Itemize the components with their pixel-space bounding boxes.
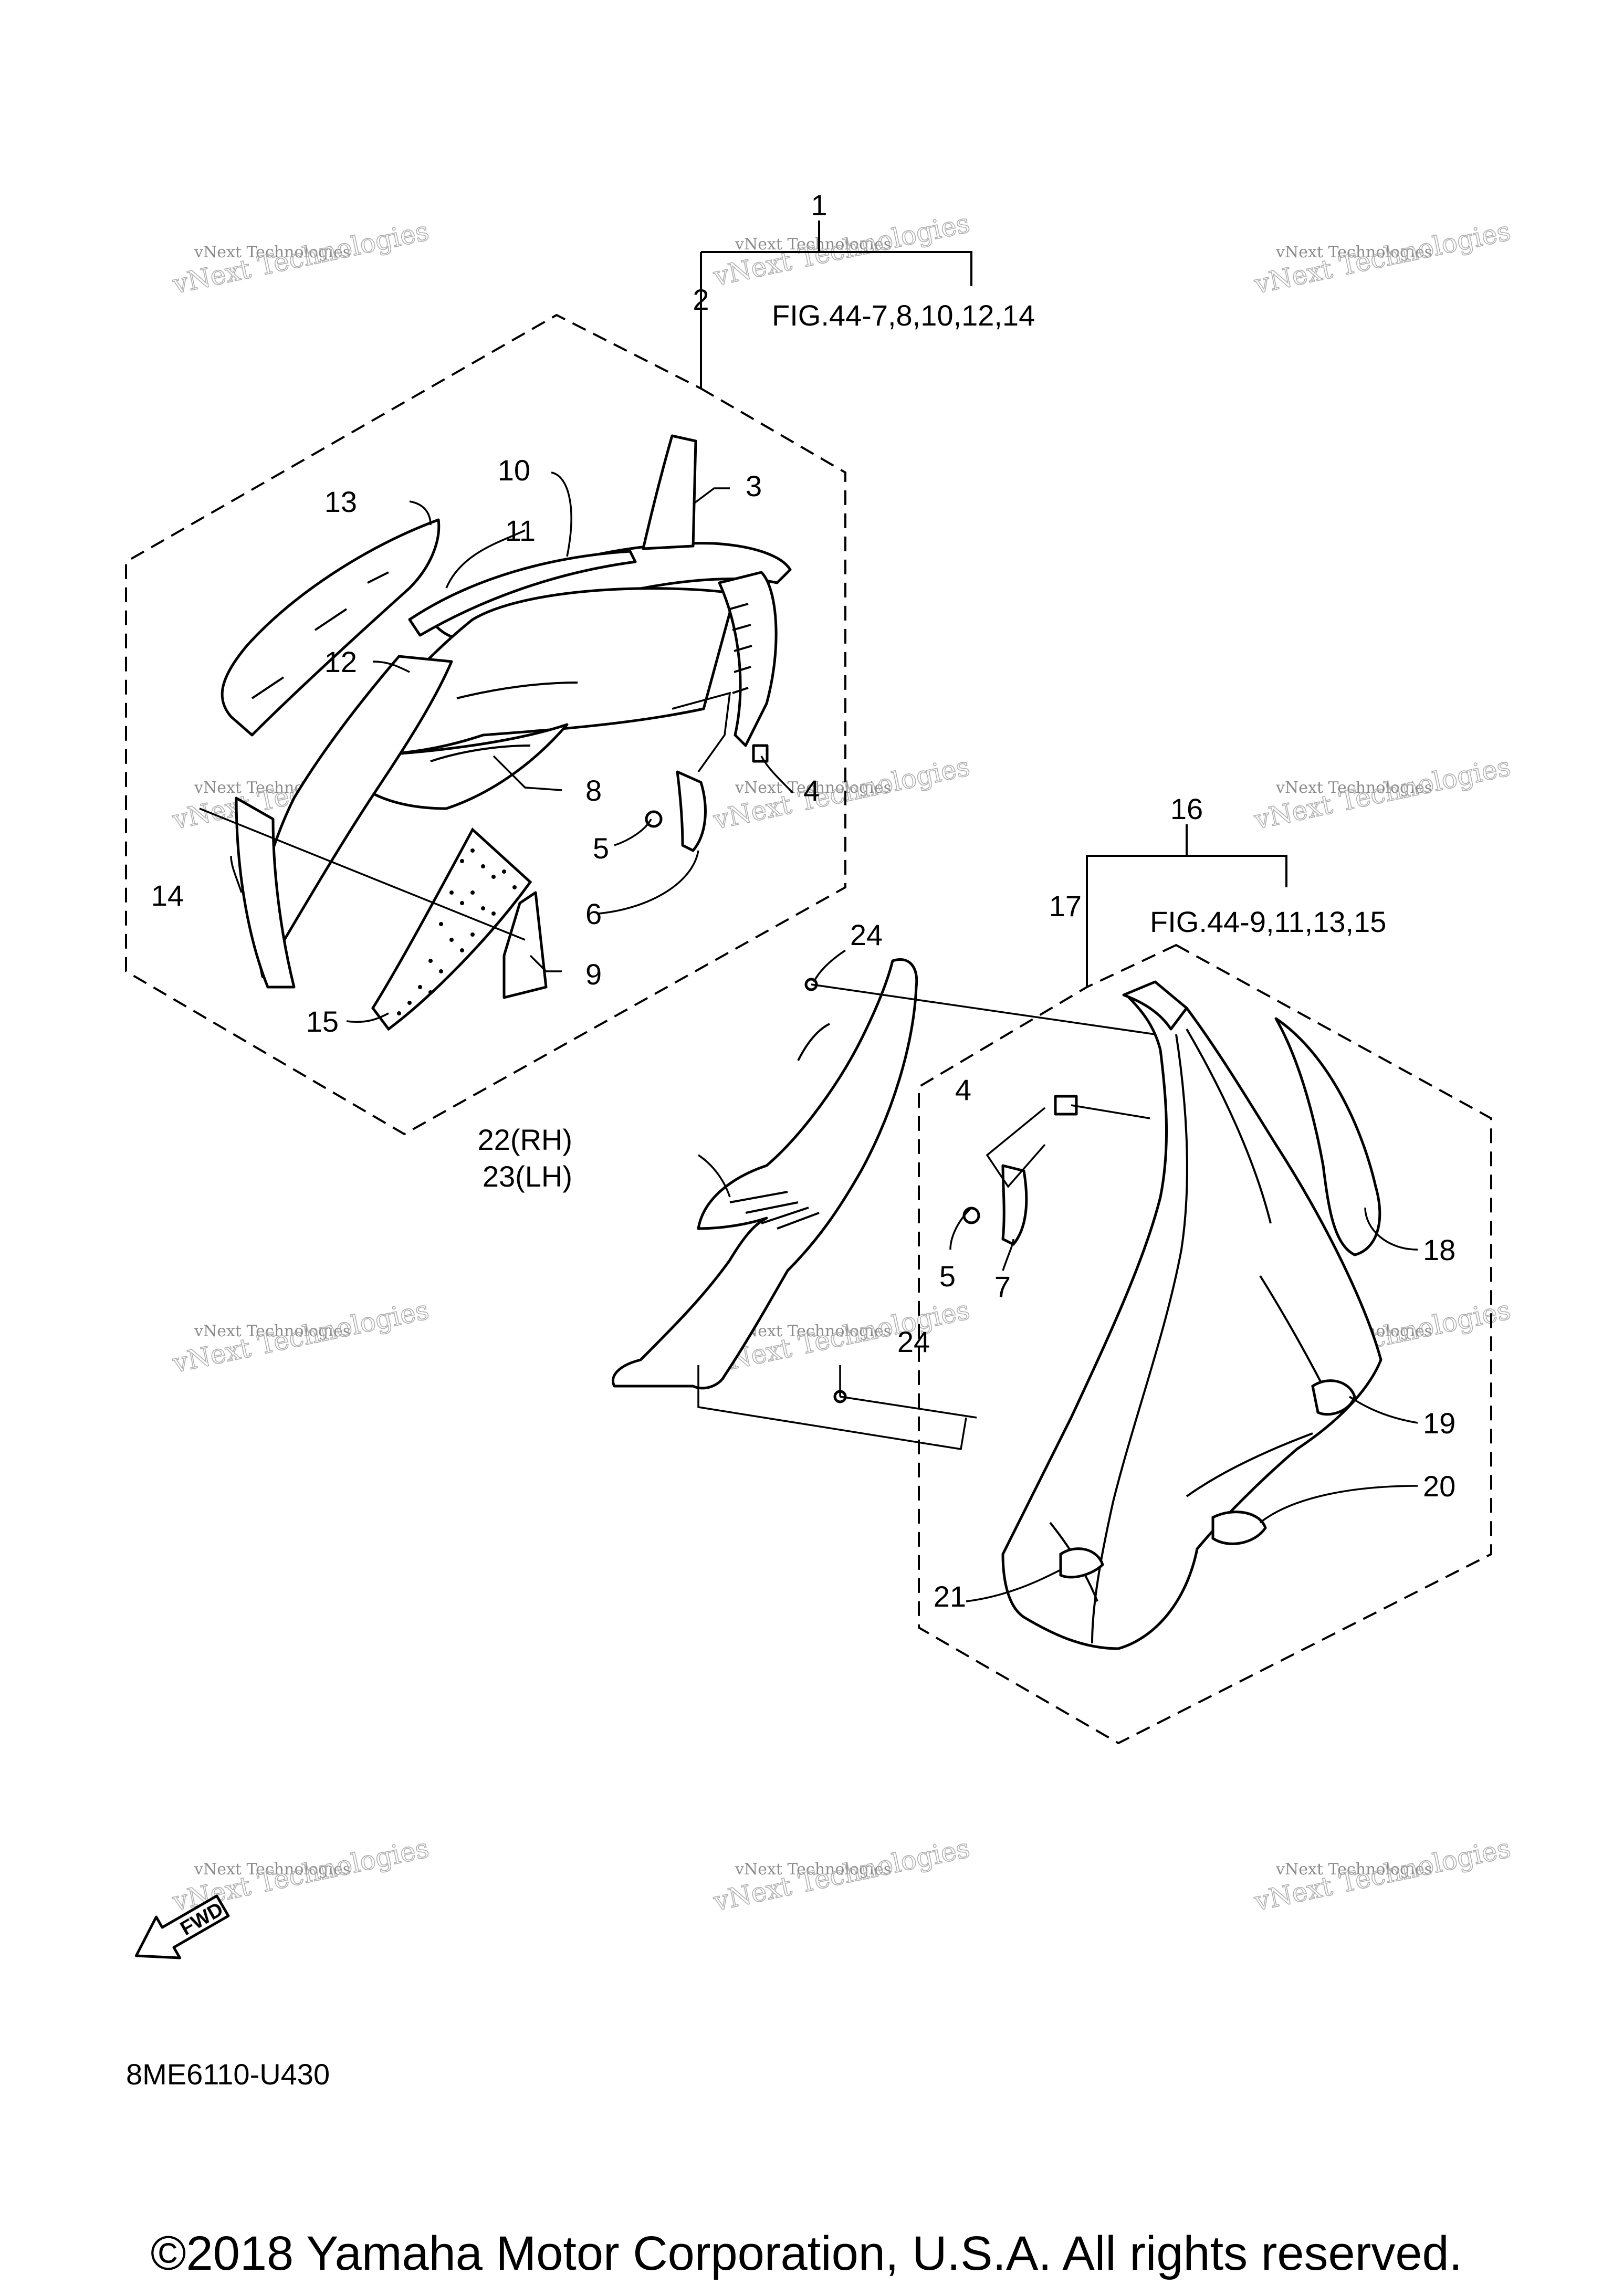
svg-text:vNext Technologies: vNext Technologies	[735, 235, 892, 254]
svg-text:vNext Technologies: vNext Technologies	[735, 779, 892, 797]
svg-text:vNext Technologies: vNext Technologies	[194, 1860, 351, 1879]
svg-text:vNext Technologies: vNext Technologies	[1275, 1860, 1432, 1879]
callout-17: 17	[1049, 889, 1082, 922]
callout-9: 9	[585, 958, 602, 991]
part-18	[1274, 1017, 1381, 1256]
left-lower-edge	[235, 796, 296, 989]
fwd-arrow-shape	[134, 1894, 230, 1959]
part-8-highlight	[430, 682, 578, 762]
callout-14: 14	[151, 879, 184, 912]
part-3	[642, 434, 697, 550]
watermark: vNext Technologies vNext Technologies	[1251, 1832, 1513, 1917]
svg-text:vNext Technologies: vNext Technologies	[735, 1322, 892, 1340]
watermark: vNext Technologies vNext Technologies	[169, 1294, 432, 1379]
part-4	[752, 744, 769, 763]
part-22-23	[612, 958, 918, 1390]
part-13-detail	[251, 571, 389, 699]
part-9	[502, 891, 548, 999]
part-15-texture	[397, 848, 517, 1015]
part-17	[1001, 986, 1382, 1650]
upper-group-boundary	[125, 313, 846, 1136]
callout-4-upper: 4	[803, 774, 820, 807]
svg-text:vNext Technologies: vNext Technologies	[194, 243, 351, 261]
callout-23: 23(LH)	[483, 1160, 572, 1193]
part-5-lower	[962, 1207, 980, 1224]
callout-3: 3	[746, 469, 762, 502]
part-20	[1211, 1511, 1267, 1545]
part-7	[1001, 1164, 1028, 1246]
fig-ref-upper: FIG.44-7,8,10,12,14	[772, 299, 1035, 332]
callout-1: 1	[811, 188, 827, 222]
callout-7: 7	[994, 1270, 1011, 1303]
callout-11: 11	[505, 514, 536, 547]
callout-2: 2	[693, 283, 709, 316]
callout-19: 19	[1423, 1407, 1455, 1440]
part-6	[676, 770, 707, 852]
part-11	[408, 550, 637, 637]
front-bracket	[718, 571, 778, 747]
callout-20: 20	[1423, 1470, 1455, 1503]
upper-assembly	[125, 221, 972, 1136]
svg-text:vNext Technologies: vNext Technologies	[194, 1322, 351, 1340]
part-22-vents	[729, 1191, 820, 1230]
callout-5-lower: 5	[939, 1260, 956, 1293]
callout-21: 21	[934, 1580, 966, 1613]
lower-group-boundary	[918, 943, 1492, 1745]
part-17-top	[1122, 980, 1188, 1031]
callout-12: 12	[324, 645, 357, 678]
fig-ref-lower: FIG.44-9,11,13,15	[1150, 905, 1386, 938]
diagram-code: 8ME6110-U430	[126, 2058, 330, 2091]
callout-22: 22(RH)	[478, 1123, 572, 1156]
part-19	[1311, 1379, 1356, 1416]
callout-15: 15	[306, 1005, 339, 1038]
watermark: vNext Technologies vNext Technologies	[1251, 751, 1513, 836]
callout-24-bottom: 24	[897, 1325, 930, 1358]
svg-text:vNext Technologies: vNext Technologies	[735, 1860, 892, 1879]
lower-assembly	[612, 824, 1492, 1745]
callout-16: 16	[1170, 792, 1203, 825]
callout-labels: 1 2 FIG.44-7,8,10,12,14 3 10 11 13 12 8 …	[151, 188, 1456, 1613]
part-21	[1059, 1547, 1104, 1579]
leader-part-4-triangle	[672, 691, 731, 773]
svg-text:vNext Technologies: vNext Technologies	[1275, 243, 1432, 261]
callout-18: 18	[1423, 1233, 1455, 1266]
part-5	[645, 810, 663, 828]
watermark: vNext Technologies vNext Technologies	[710, 1832, 972, 1917]
bracket-1	[700, 221, 972, 389]
watermark: vNext Technologies vNext Technologies	[710, 751, 972, 836]
leaders-upper	[199, 471, 794, 1023]
copyright-notice: ©2018 Yamaha Motor Corporation, U.S.A. A…	[150, 2227, 1463, 2280]
callout-6: 6	[585, 897, 602, 930]
callout-5-upper: 5	[593, 832, 609, 865]
callout-13: 13	[324, 485, 357, 518]
watermark: vNext Technologies vNext Technologies	[169, 215, 432, 300]
leaders-lower	[697, 949, 1418, 1602]
bracket-16	[1086, 824, 1287, 987]
callout-24-top: 24	[850, 918, 883, 951]
callout-10: 10	[498, 454, 530, 487]
callout-8: 8	[585, 774, 602, 807]
callout-4-lower: 4	[955, 1073, 971, 1106]
part-15	[371, 827, 532, 1031]
watermark: vNext Technologies vNext Technologies	[710, 207, 972, 292]
watermark: vNext Technologies vNext Technologies	[1251, 215, 1513, 300]
svg-text:vNext Technologies: vNext Technologies	[1275, 779, 1432, 797]
part-22-edge	[797, 1023, 830, 1061]
bracket-teeth	[729, 603, 752, 694]
part-17-ridges	[1049, 1028, 1335, 1644]
